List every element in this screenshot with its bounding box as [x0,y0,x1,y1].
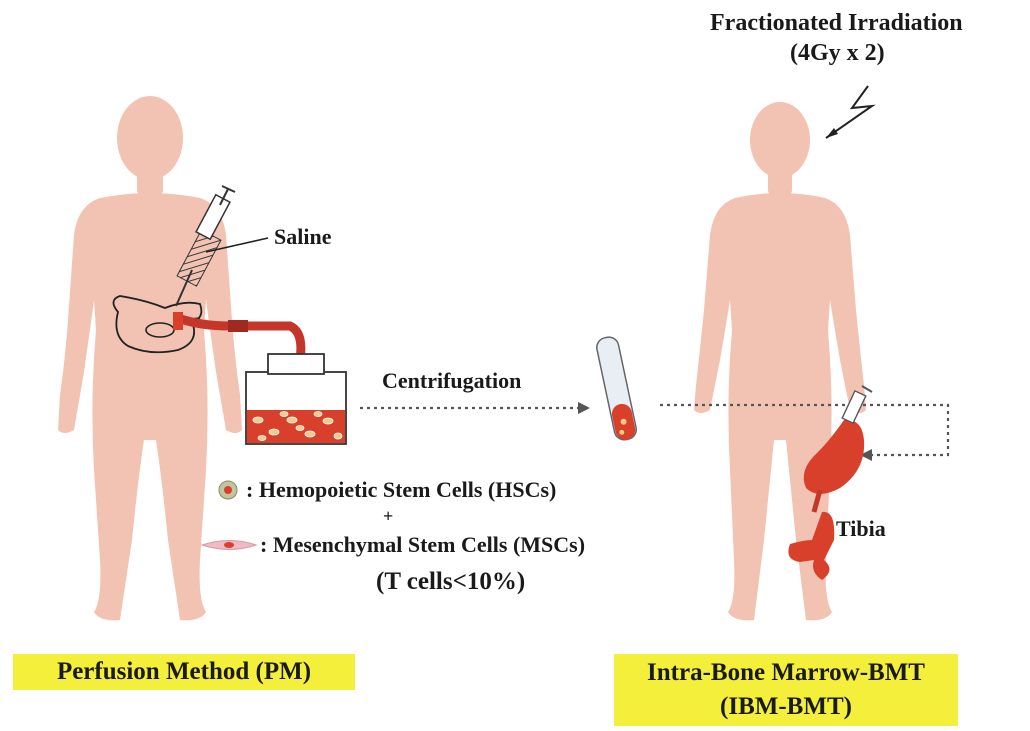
legend-plus: + [383,506,393,527]
saline-label: Saline [274,224,331,250]
centrifugation-label: Centrifugation [382,368,521,394]
legend-msc: : Mesenchymal Stem Cells (MSCs) [260,532,585,558]
centrifugation-arrow [360,402,590,414]
caption-ibm-bmt-line1: Intra-Bone Marrow-BMT [614,656,958,690]
msc-cell-icon [202,541,256,550]
tibia-label: Tibia [836,516,886,542]
legend-tcells: (T cells<10%) [376,568,525,596]
caption-ibm-bmt-line2: (IBM-BMT) [614,690,958,724]
caption-perfusion-method: Perfusion Method (PM) [13,654,355,690]
right-body-silhouette [694,102,866,620]
lightning-arrowhead [826,128,838,138]
hsc-cell-icon [219,481,237,499]
test-tube [595,335,638,441]
legend-hsc: : Hemopoietic Stem Cells (HSCs) [246,477,556,503]
collection-container [246,354,346,444]
irradiation-title: Fractionated Irradiation [710,10,963,37]
caption-ibm-bmt: Intra-Bone Marrow-BMT (IBM-BMT) [614,654,958,726]
irradiation-dose: (4Gy x 2) [790,40,885,67]
